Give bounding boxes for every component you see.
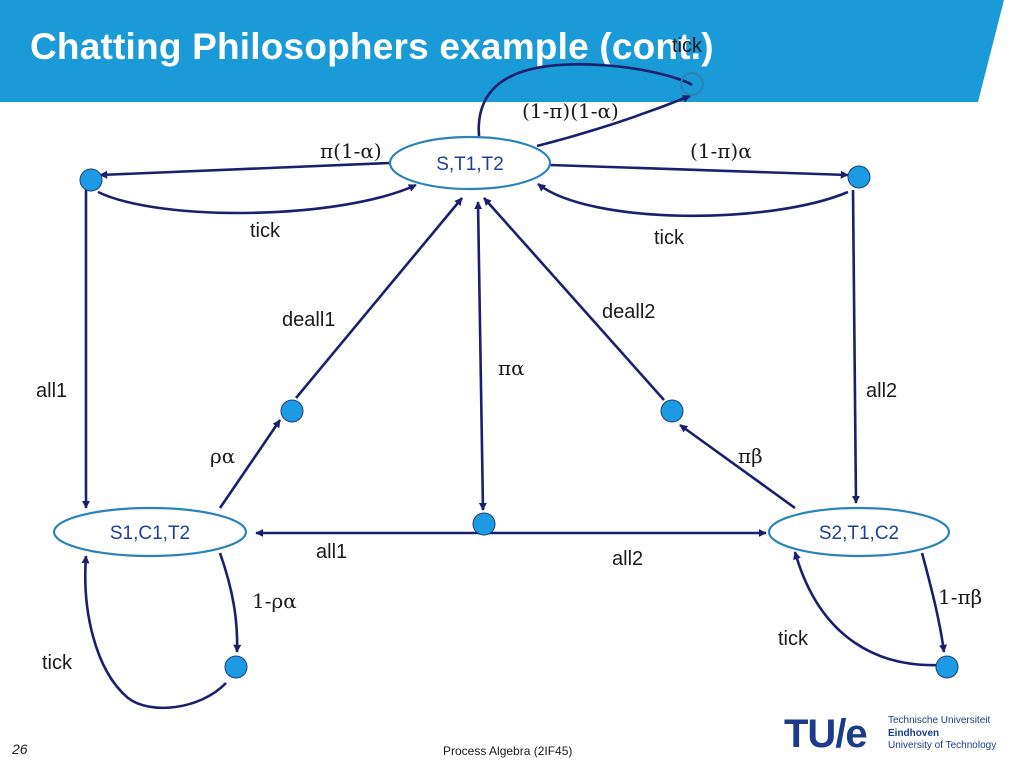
edge-pa-center: [474, 201, 487, 511]
label-one-minus-ra: 1-ρα: [252, 589, 297, 613]
title-banner: [0, 0, 1004, 102]
label-tick-left: tick: [250, 220, 281, 242]
state-left-label: S1,C1,T2: [110, 523, 190, 544]
edge-deall1: [294, 197, 464, 399]
label-all2-bottom: all2: [612, 548, 643, 570]
node-deall1: [280, 399, 304, 423]
edge-ra: [218, 419, 282, 509]
label-tick-bottom-right: tick: [778, 628, 809, 650]
label-tick-bottom-left: tick: [42, 652, 73, 674]
edge-deall2: [483, 197, 665, 401]
logo-line-3: University of Technology: [888, 740, 997, 751]
slide-title: Chatting Philosophers example (cont.): [30, 26, 714, 67]
state-right: S2,T1,C2: [767, 506, 951, 558]
edge-top-tick-loop: [477, 63, 693, 146]
edge-all2-right: [851, 189, 860, 504]
slide-number: 26: [12, 741, 28, 757]
edge-top-to-right-node: [549, 163, 849, 179]
edge-one-minus-ra: [218, 552, 242, 653]
node-left-upper: [79, 168, 103, 192]
label-ra: ρα: [210, 444, 235, 468]
label-pb: πβ: [738, 444, 763, 468]
node-deall2: [660, 399, 684, 423]
slide-footer: Process Algebra (2IF45): [443, 744, 573, 758]
state-top: S,T1,T2: [388, 135, 552, 191]
edge-top-to-left-node: [99, 161, 391, 179]
label-all2-right: all2: [866, 380, 897, 402]
label-all1-left: all1: [36, 380, 67, 402]
node-center: [472, 512, 496, 536]
label-deall1: deall1: [282, 309, 335, 331]
node-bottom-right: [935, 655, 959, 679]
tue-logo-mark: TU/e: [784, 712, 868, 756]
state-left: S1,C1,T2: [52, 506, 248, 558]
edge-top-prob-loop: [536, 94, 691, 148]
label-one-minus-pb: 1-πβ: [938, 585, 982, 609]
edge-left-node-tick: [97, 183, 417, 215]
node-bottom-left: [224, 655, 248, 679]
state-top-label: S,T1,T2: [436, 154, 504, 175]
edge-pb: [679, 423, 796, 510]
edge-right-node-tick: [537, 182, 849, 218]
label-prob-left: π(1-α): [320, 139, 382, 163]
label-deall2: deall2: [602, 301, 655, 323]
edge-tick-bottom-right: [793, 551, 943, 667]
label-tick-top: tick: [672, 35, 703, 57]
node-top-loop: [680, 72, 704, 96]
label-all1-bottom: all1: [316, 541, 347, 563]
label-prob-right: (1-π)α: [690, 139, 752, 163]
label-pa: πα: [498, 356, 525, 380]
tue-logo: TU/e Technische Universiteit Eindhoven U…: [784, 712, 1020, 756]
node-right-upper: [847, 165, 871, 189]
logo-line-2: Eindhoven: [888, 727, 940, 739]
label-prob-top: (1-π)(1-α): [522, 99, 619, 123]
logo-line-1: Technische Universiteit: [888, 715, 991, 726]
edge-tick-bottom-left: [81, 555, 227, 710]
label-tick-right: tick: [654, 227, 685, 249]
tue-logo-text: Technische Universiteit Eindhoven Univer…: [888, 715, 996, 753]
edge-one-minus-pb: [920, 552, 948, 653]
state-right-label: S2,T1,C2: [819, 523, 899, 544]
